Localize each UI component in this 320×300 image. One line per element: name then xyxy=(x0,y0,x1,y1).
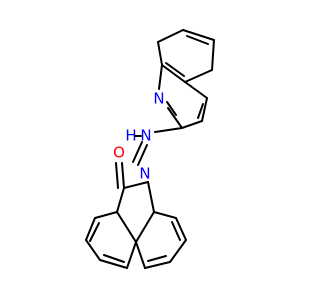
bond xyxy=(135,241,146,269)
hydrazone-nh-hydrogen-label: H xyxy=(125,127,136,145)
bond xyxy=(184,69,213,83)
bond xyxy=(144,261,171,269)
bond xyxy=(186,35,209,45)
bond xyxy=(85,217,96,241)
bond xyxy=(175,217,187,241)
bond xyxy=(135,211,155,243)
bond xyxy=(184,81,208,99)
bond xyxy=(157,29,184,43)
bond xyxy=(169,239,187,263)
bond xyxy=(99,259,128,269)
bond xyxy=(181,120,203,129)
bond xyxy=(165,62,185,77)
bond xyxy=(115,162,119,189)
bond xyxy=(166,101,177,116)
acenaphthenone-fragment xyxy=(85,162,187,269)
bond xyxy=(161,64,186,83)
imine-nitrogen-label: N xyxy=(139,165,150,183)
bond xyxy=(211,39,215,71)
bond xyxy=(94,211,118,219)
quinoline-fragment xyxy=(157,29,215,129)
bond xyxy=(158,64,163,90)
bond xyxy=(126,241,137,269)
carbonyl-oxygen-label: O xyxy=(113,144,125,162)
bond xyxy=(171,221,181,241)
bond xyxy=(121,162,125,189)
bond xyxy=(85,239,101,261)
bond xyxy=(201,97,208,122)
bond xyxy=(157,41,163,66)
bond xyxy=(153,211,177,219)
bond xyxy=(137,144,148,166)
bond xyxy=(89,222,100,242)
bond xyxy=(123,181,149,189)
chemical-structure-diagram: N N H N O xyxy=(85,29,215,269)
bond xyxy=(182,29,215,41)
bond xyxy=(197,103,204,119)
bond xyxy=(103,254,125,263)
hydrazone-nh-nitrogen-label: N xyxy=(140,127,151,145)
atom-labels: N N H N O xyxy=(113,90,165,183)
bond xyxy=(147,181,155,213)
bond xyxy=(167,107,183,129)
bond xyxy=(116,187,125,213)
bond xyxy=(132,141,143,163)
bond xyxy=(147,255,167,262)
bond xyxy=(116,211,137,243)
quinoline-ring-nitrogen-label: N xyxy=(153,90,164,108)
bond xyxy=(154,127,183,133)
hydrazone-linker xyxy=(132,127,183,166)
